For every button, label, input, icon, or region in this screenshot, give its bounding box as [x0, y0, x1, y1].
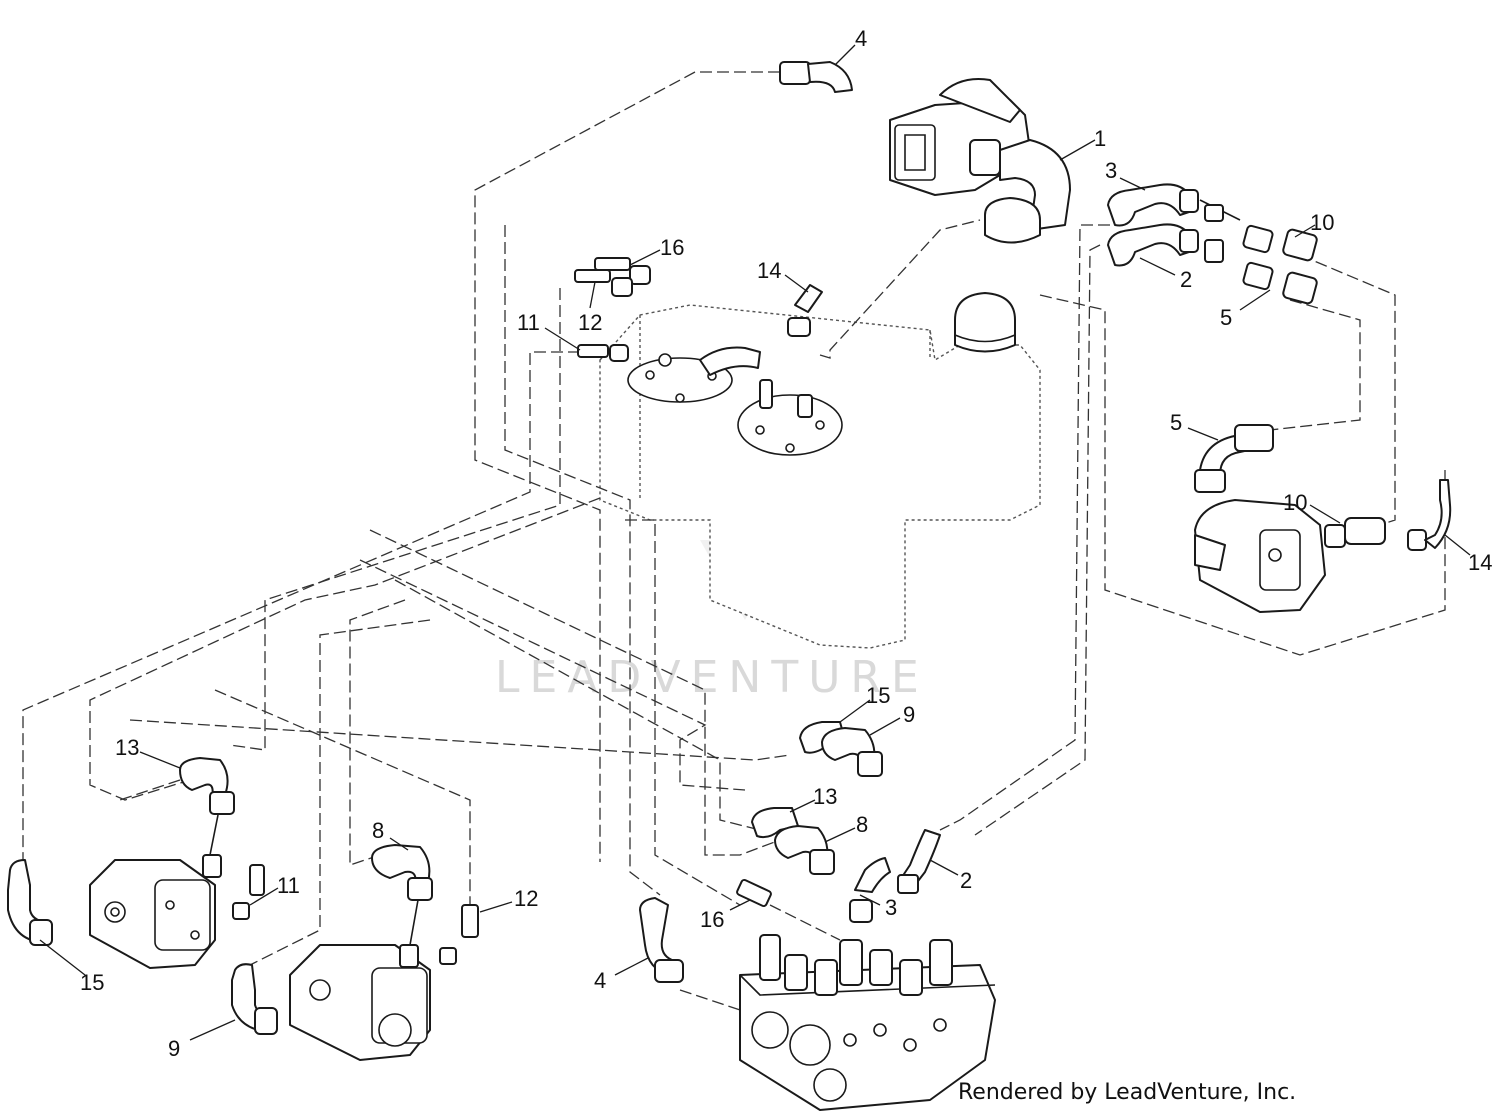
fitting-16-center: [736, 878, 772, 908]
callout-leaders: [39, 44, 1471, 1041]
hose-12-bottom: [399, 899, 479, 968]
elbow-2-center: [897, 829, 941, 894]
callout-8-center: 8: [856, 812, 868, 837]
callout-12-bottom: 12: [514, 886, 538, 911]
callout-15-center: 15: [866, 683, 890, 708]
callout-2-top: 2: [1180, 267, 1192, 292]
elbow-9-bottom: [231, 963, 278, 1035]
pump-elbow-fitting: [984, 139, 1071, 244]
elbow-8-center: [774, 825, 835, 875]
tank-plate-right: [737, 379, 843, 456]
callout-15-left: 15: [80, 970, 104, 995]
hose-fitting-3-upper: [1107, 183, 1241, 227]
fitting-16-tank: [594, 257, 651, 285]
elbow-8-left: [371, 844, 433, 901]
elbow-14-lower: [1407, 479, 1452, 551]
callout-16-center: 16: [700, 907, 724, 932]
gear-pump-left: [89, 859, 216, 969]
tank-plate-left: [627, 346, 761, 403]
hose-11-left: [202, 814, 265, 920]
callout-4-bottom: 4: [594, 968, 606, 993]
callout-9-center: 9: [903, 702, 915, 727]
hose-routing-lines: [22, 71, 1446, 1011]
callout-2-center: 2: [960, 868, 972, 893]
elbow-hose-5-lower: [1194, 424, 1274, 493]
fitting-14-tank: [787, 284, 823, 337]
elbow-3-center: [849, 857, 891, 923]
elbow-13-left: [179, 757, 235, 815]
callout-4-top: 4: [855, 26, 867, 51]
callout-5-right: 5: [1170, 410, 1182, 435]
control-valve-manifold: [739, 934, 996, 1111]
filler-cap: [954, 292, 1016, 353]
callout-13-left: 13: [115, 735, 139, 760]
auxiliary-pump-right: [1194, 499, 1326, 613]
watermark-text: LEADVENTURE: [495, 652, 929, 703]
callout-11-left: 11: [277, 873, 300, 898]
fitting-11-tank: [577, 344, 629, 362]
main-pump: [889, 78, 1031, 196]
callout-14-top: 14: [757, 258, 781, 283]
callout-1: 1: [1094, 126, 1106, 151]
fitting-12-tank: [574, 269, 633, 297]
callout-labels: 4 1 3 10 2 5 16 14 12 11 5 10 14 15 9 13…: [80, 26, 1492, 1061]
adapter-5-upper: [1242, 261, 1318, 305]
callout-3-top: 3: [1105, 158, 1117, 183]
elbow-15-left: [7, 859, 53, 946]
callout-10-right: 10: [1283, 490, 1307, 515]
callout-16-top: 16: [660, 235, 684, 260]
callout-10-top: 10: [1310, 210, 1334, 235]
callout-11-top: 11: [517, 310, 540, 335]
elbow-4-top: [779, 61, 853, 93]
callout-13-center: 13: [813, 784, 837, 809]
elbow-4-bottom: [639, 897, 684, 983]
callout-8-left: 8: [372, 818, 384, 843]
adapter-10-upper: [1242, 224, 1318, 262]
render-credit: Rendered by LeadVenture, Inc.: [958, 1080, 1297, 1105]
gear-pump-bottom: [289, 944, 431, 1061]
callout-14-right: 14: [1468, 550, 1492, 575]
callout-3-center: 3: [885, 895, 897, 920]
callout-5-top: 5: [1220, 305, 1232, 330]
hose-fitting-2-upper: [1107, 223, 1224, 267]
elbow-9-center: [821, 727, 883, 777]
callout-12-top: 12: [578, 310, 602, 335]
adapter-10-lower: [1324, 517, 1386, 548]
callout-9-bottom: 9: [168, 1036, 180, 1061]
